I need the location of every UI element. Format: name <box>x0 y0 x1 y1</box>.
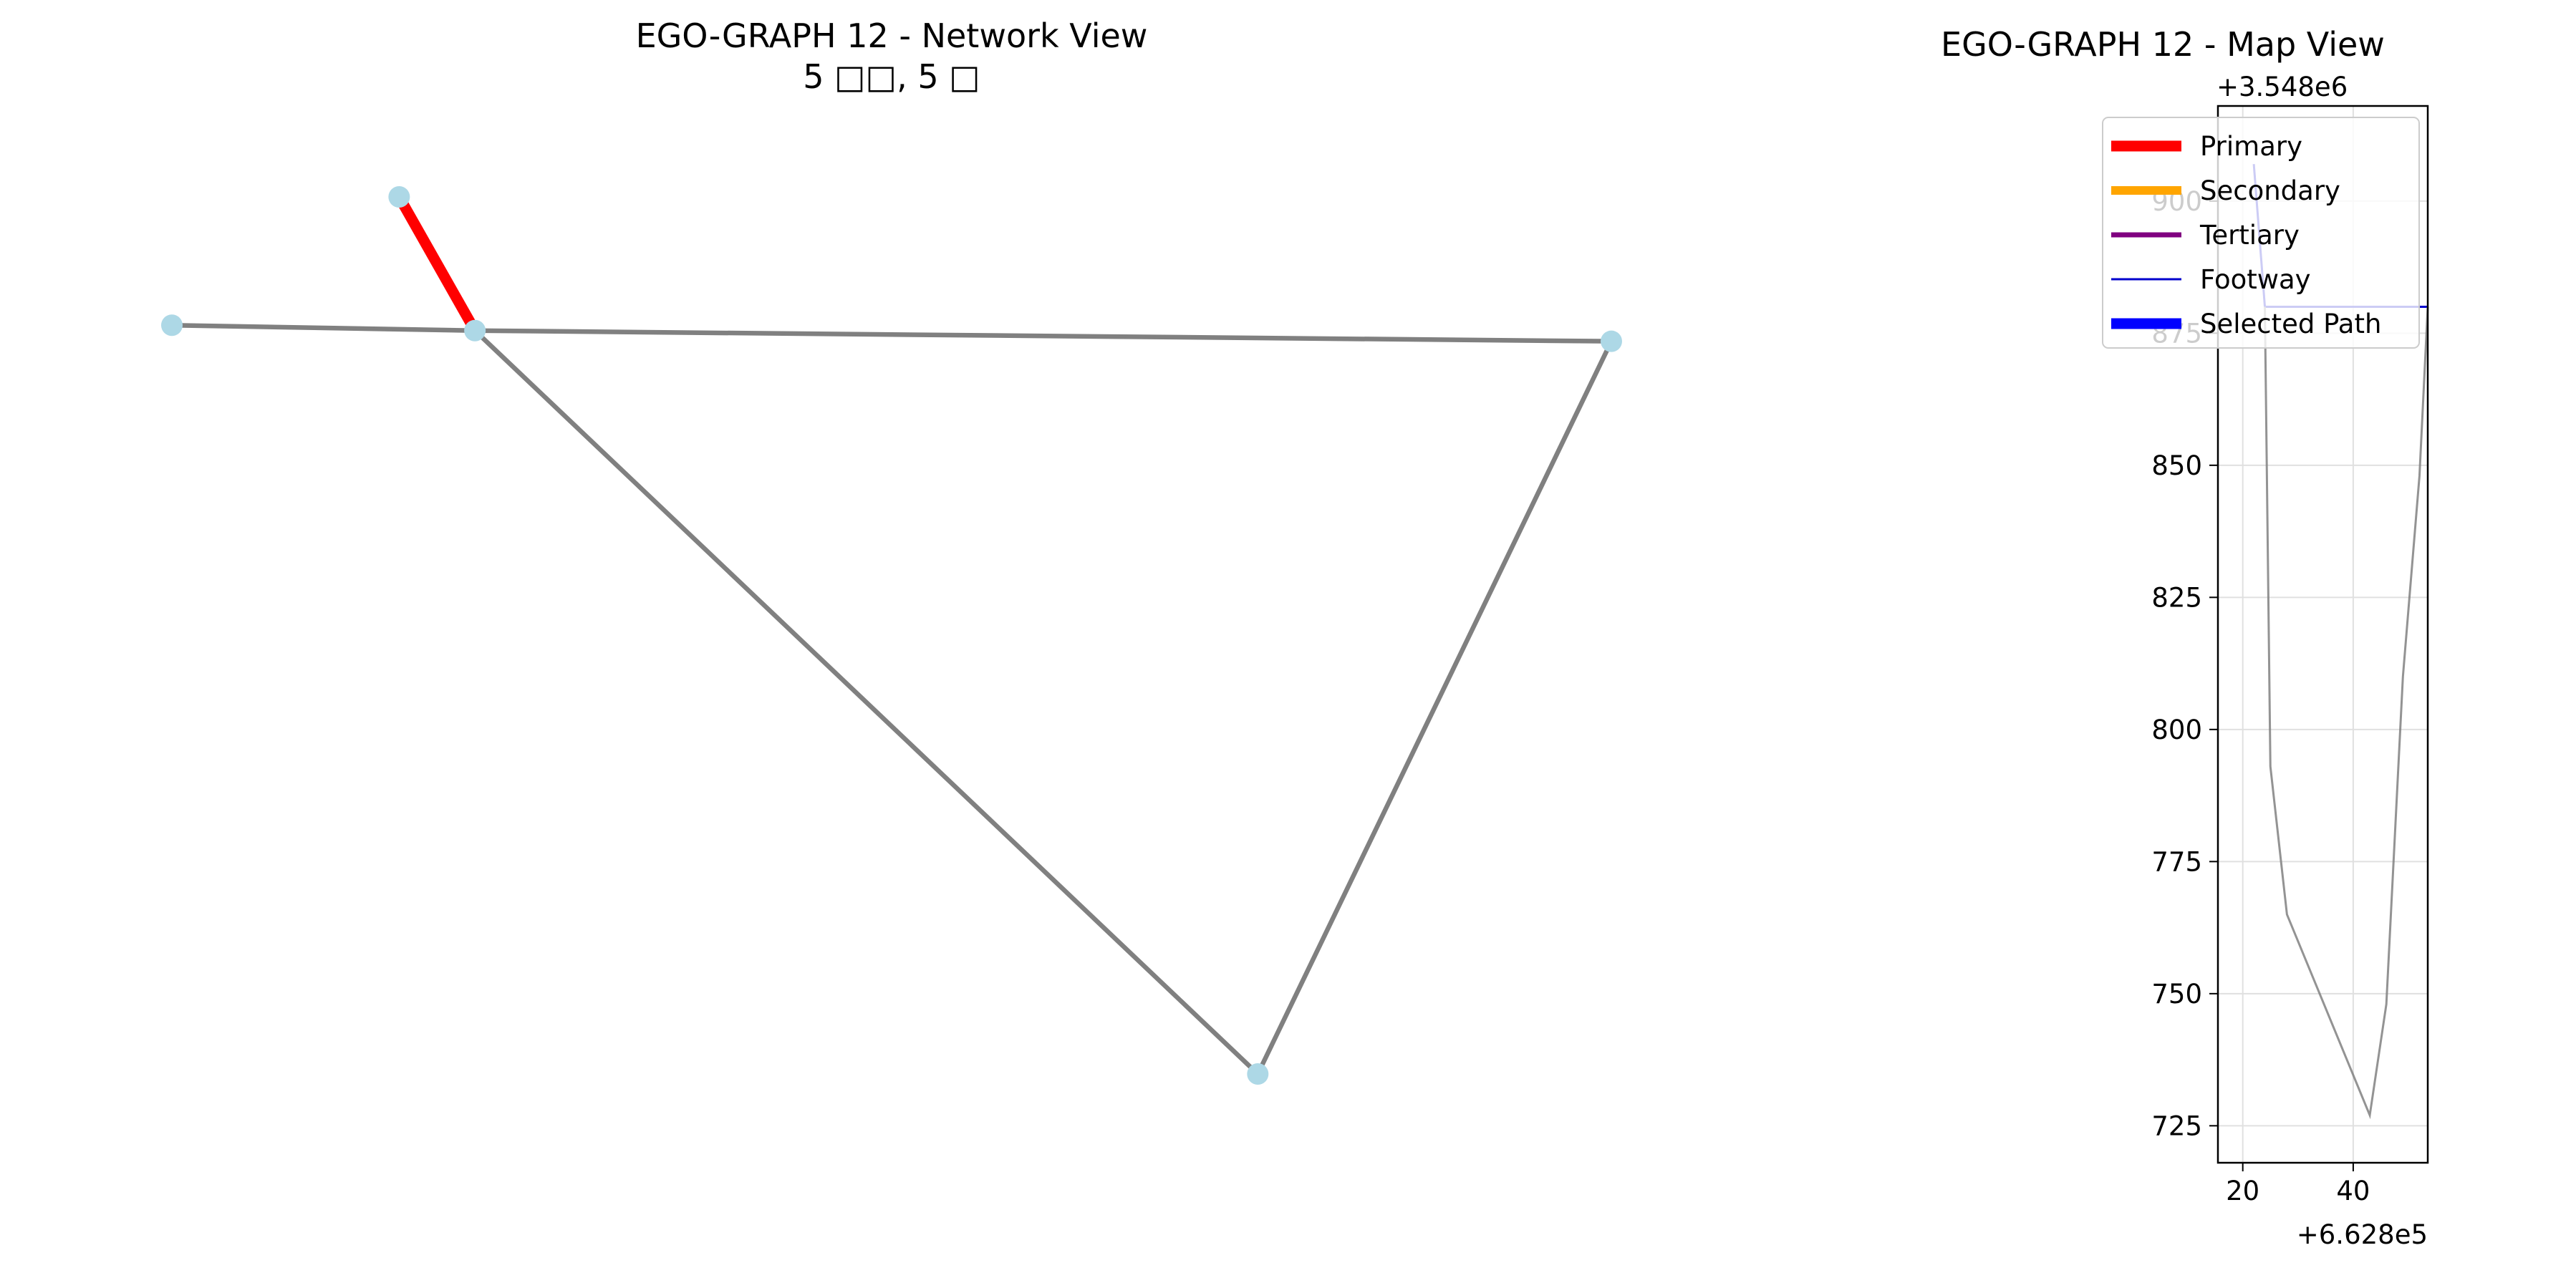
legend-box <box>2102 117 2420 349</box>
map-ticks: 2040725750775800825850875900 <box>2151 186 2370 1206</box>
network-view: EGO-GRAPH 12 - Network View 5 □□, 5 □ <box>161 16 1622 1085</box>
x-tick-label: 40 <box>2336 1176 2370 1206</box>
y-tick-label: 825 <box>2151 582 2202 613</box>
legend-label-secondary: Secondary <box>2200 175 2340 206</box>
legend-label-selected-path: Selected Path <box>2200 309 2381 339</box>
x-tick-label: 20 <box>2226 1176 2259 1206</box>
network-edges <box>169 191 1614 1077</box>
map-title: EGO-GRAPH 12 - Map View <box>1941 25 2385 64</box>
network-subtitle: 5 □□, 5 □ <box>803 57 980 96</box>
map-axes-frame <box>2216 105 2429 1164</box>
network-edge-n3-n5 <box>472 328 1260 1077</box>
legend-label-primary: Primary <box>2200 131 2302 162</box>
map-view: EGO-GRAPH 12 - Map View +3.548e6 +6.628e… <box>1941 25 2429 1250</box>
y-tick-label: 750 <box>2151 979 2202 1010</box>
network-node-n2 <box>161 314 183 337</box>
network-node-n1 <box>388 186 410 208</box>
y-tick-label: 800 <box>2151 715 2202 745</box>
x-offset-label: +6.628e5 <box>2297 1219 2428 1250</box>
network-title: EGO-GRAPH 12 - Network View <box>636 16 1148 55</box>
network-node-n5 <box>1247 1063 1269 1085</box>
network-nodes <box>161 186 1622 1085</box>
map-legend: PrimarySecondaryTertiaryFootwaySelected … <box>2102 117 2420 349</box>
network-edge-n1-n3 <box>393 191 481 337</box>
network-edge-n3-n4 <box>472 328 1614 344</box>
y-offset-label: +3.548e6 <box>2216 72 2348 102</box>
legend-label-tertiary: Tertiary <box>2199 220 2300 251</box>
y-tick-label: 775 <box>2151 846 2202 877</box>
network-node-n3 <box>464 319 486 342</box>
network-node-n4 <box>1601 330 1622 352</box>
y-tick-label: 725 <box>2151 1110 2202 1141</box>
network-edge-n4-n5 <box>1255 339 1614 1077</box>
map-line-other-2 <box>2264 306 2429 1120</box>
y-tick-label: 850 <box>2151 450 2202 481</box>
network-edge-n2-n3 <box>169 323 478 333</box>
legend-label-footway: Footway <box>2200 264 2311 295</box>
